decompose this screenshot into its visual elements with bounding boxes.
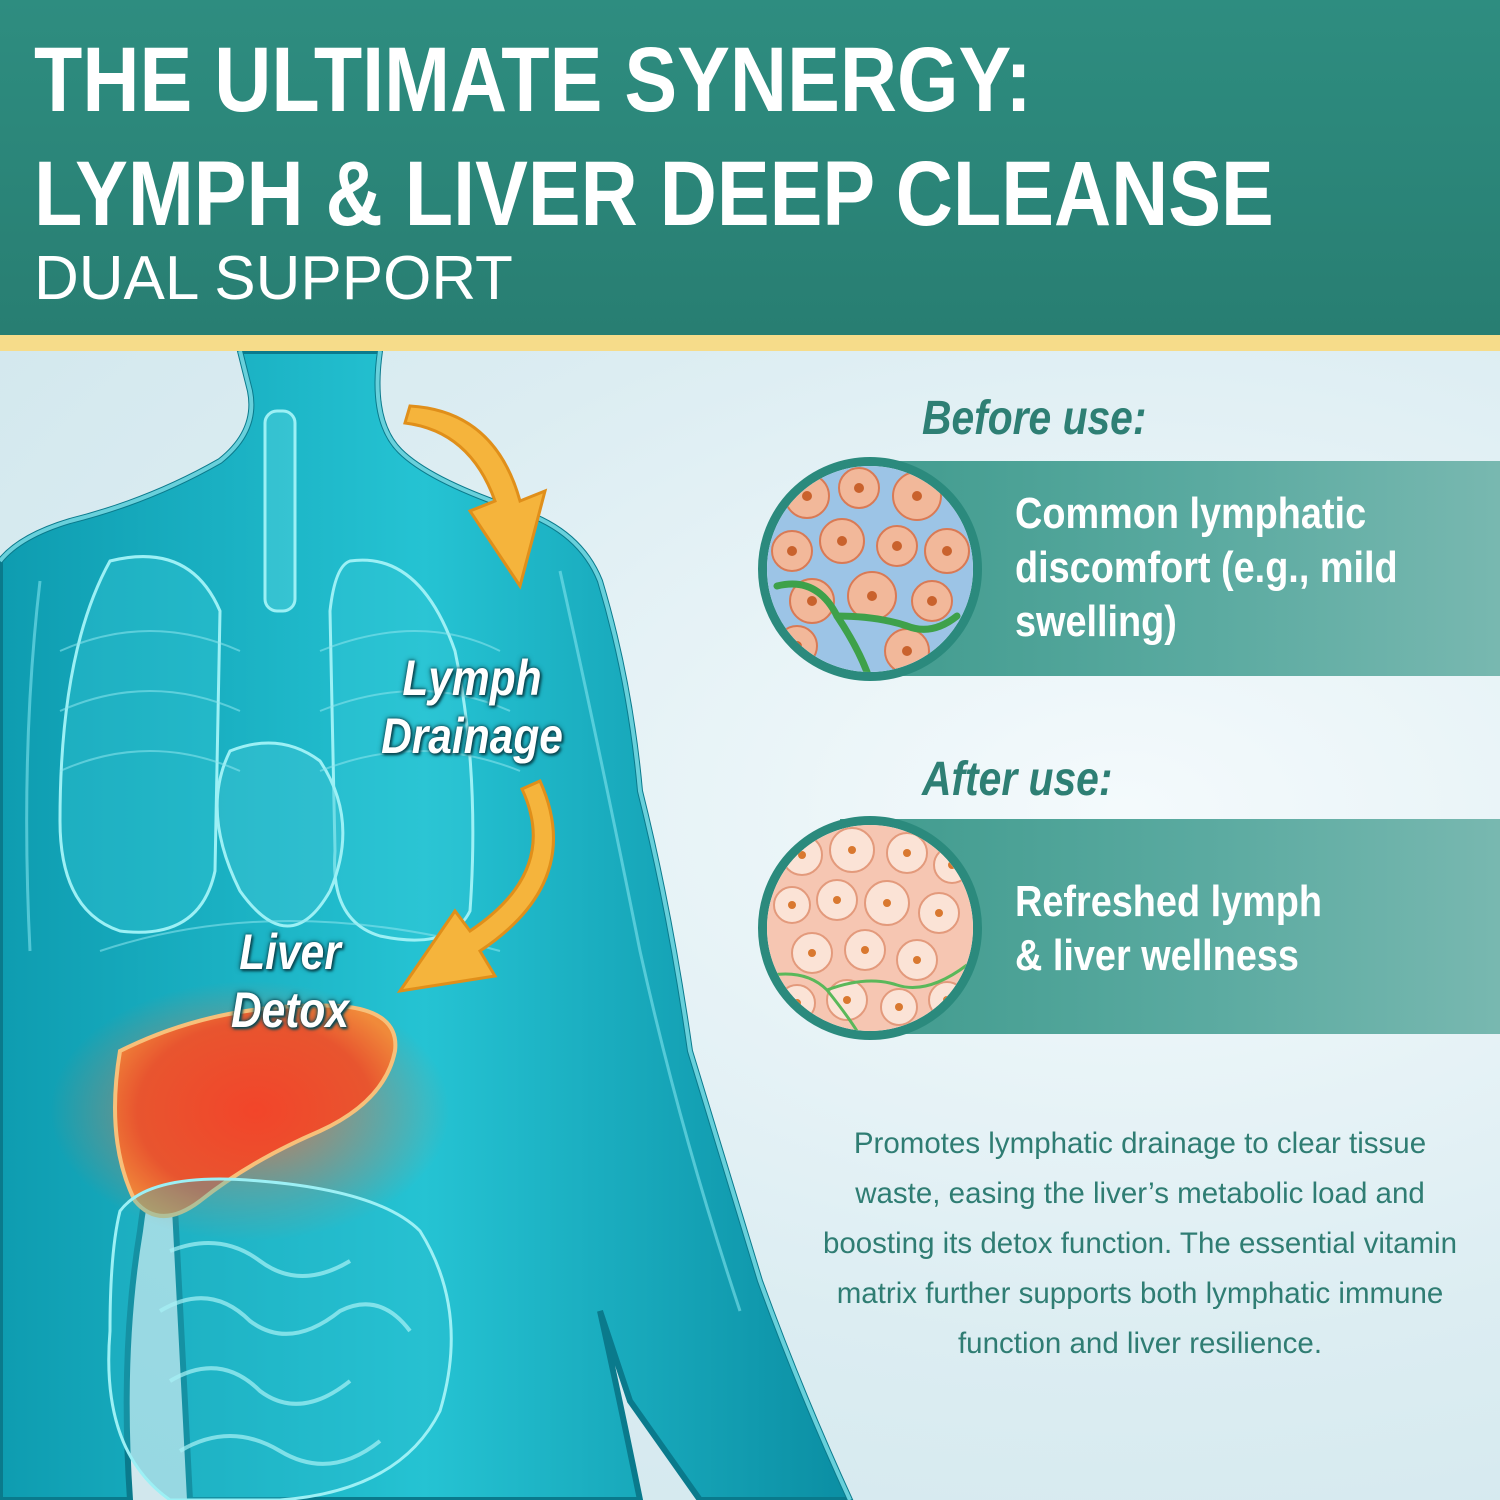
- after-line-2: & liver wellness: [1015, 931, 1299, 980]
- after-use-label: After use:: [922, 753, 1113, 806]
- intestines: [107, 1177, 453, 1500]
- header-banner: THE ULTIMATE SYNERGY: LYMPH & LIVER DEEP…: [0, 0, 1500, 335]
- lymph-label-line-1: Lymph: [402, 650, 542, 706]
- left-lung: [58, 555, 222, 934]
- after-line-1: Refreshed lymph: [1015, 877, 1323, 926]
- human-body-illustration: [0, 351, 854, 1500]
- main-panel: Lymph Drainage Liver Detox Before use: C…: [0, 351, 1500, 1500]
- before-use-label: Before use:: [922, 392, 1147, 445]
- liver: [113, 1003, 398, 1218]
- after-use-text: Refreshed lymph & liver wellness: [1015, 875, 1322, 983]
- before-cells-image: [758, 457, 982, 681]
- description-paragraph: Promotes lymphatic drainage to clear tis…: [822, 1127, 1458, 1360]
- before-line-3: swelling): [1015, 597, 1177, 646]
- before-line-1: Common lymphatic: [1015, 489, 1367, 538]
- heart: [215, 741, 345, 928]
- lymph-label-line-2: Drainage: [381, 708, 563, 764]
- after-cells-image: [758, 816, 982, 1040]
- right-lung: [328, 558, 475, 942]
- header-accent-stripe: [0, 335, 1500, 351]
- title-line-2: LYMPH & LIVER DEEP CLEANSE: [34, 143, 1274, 245]
- title-line-1: THE ULTIMATE SYNERGY:: [34, 29, 1032, 131]
- before-line-2: discomfort (e.g., mild: [1015, 543, 1398, 592]
- before-use-text: Common lymphatic discomfort (e.g., mild …: [1015, 487, 1398, 649]
- arrow-to-lymph-icon: [403, 404, 548, 590]
- liver-detox-label: Liver Detox: [214, 923, 367, 1039]
- lymph-drainage-label: Lymph Drainage: [370, 649, 574, 765]
- liver-label-line-2: Detox: [230, 982, 350, 1038]
- subtitle: DUAL SUPPORT: [34, 244, 513, 313]
- arrow-to-liver-icon: [396, 779, 555, 994]
- liver-label-line-1: Liver: [239, 924, 341, 980]
